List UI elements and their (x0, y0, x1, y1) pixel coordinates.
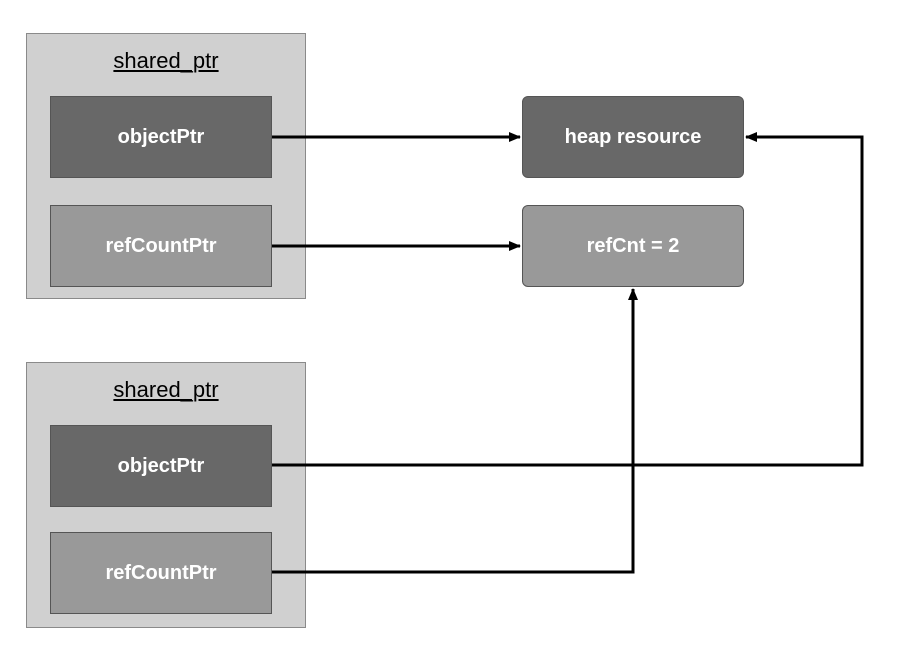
shared-ptr-title-1: shared_ptr (113, 48, 219, 73)
arrow-refcount2-to-refcnt (272, 288, 638, 574)
object-ptr-box-1: objectPtr (50, 96, 272, 178)
object-ptr-box-2: objectPtr (50, 425, 272, 507)
refcount-ptr-box-1: refCountPtr (50, 205, 272, 287)
shared-ptr-title-2: shared_ptr (113, 377, 219, 402)
refcnt-box: refCnt = 2 (522, 205, 744, 287)
arrow-object2-to-heap (272, 132, 864, 467)
heap-resource-box: heap resource (522, 96, 744, 178)
refcount-ptr-box-2: refCountPtr (50, 532, 272, 614)
